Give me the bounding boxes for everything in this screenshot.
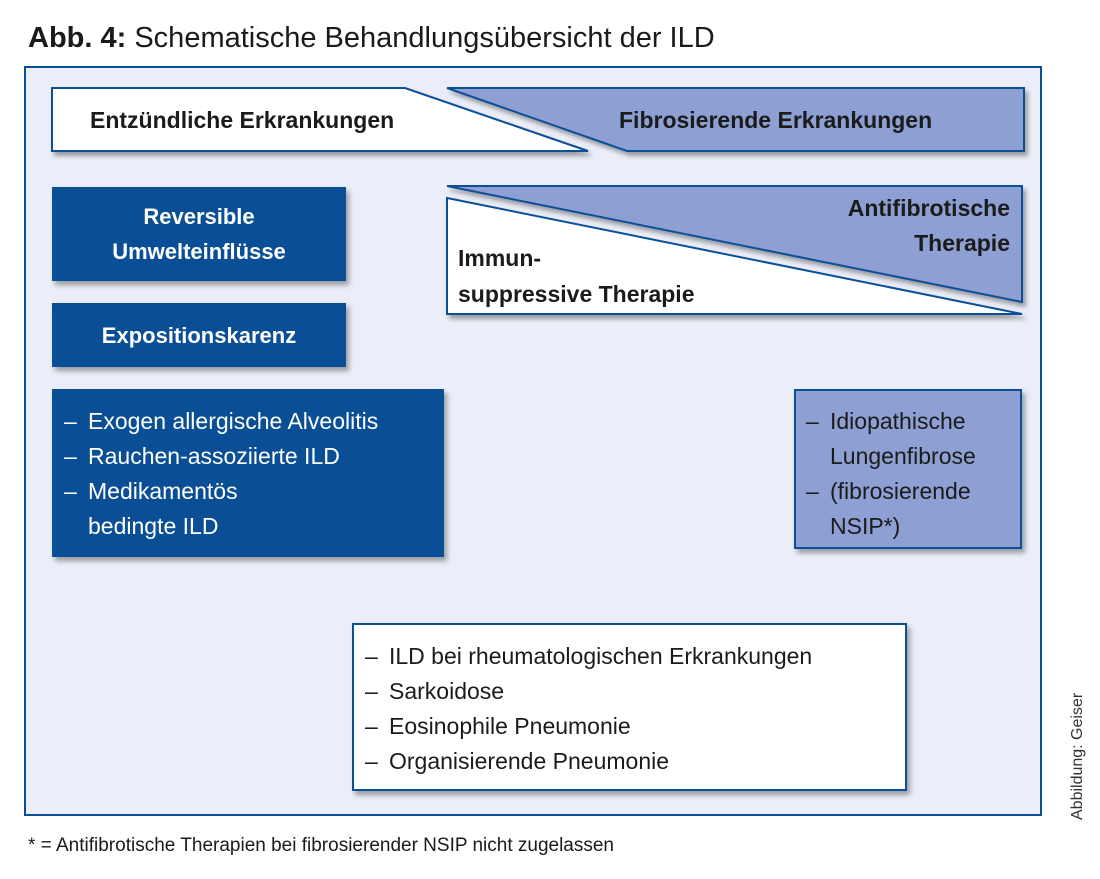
list-item: Exogen allergische Alveolitis [64,404,432,439]
mixed-diseases-list: ILD bei rheumatologischen Erkrankungen S… [365,639,893,779]
immunosuppressive-label-line2: suppressive Therapie [458,281,695,307]
list-item: Sarkoidose [365,674,893,709]
footnote: * = Antifibrotische Therapien bei fibros… [28,835,615,856]
inflammatory-header-label: Entzündliche Erkrankungen [90,107,395,133]
figure-title-text: Schematische Behandlungsübersicht der IL… [134,22,715,54]
inflammatory-diseases-list: Exogen allergische Alveolitis Rauchen-as… [64,404,432,544]
list-item: (fibrosierende NSIP*) [806,474,1010,544]
inflammatory-diseases-box: Exogen allergische Alveolitis Rauchen-as… [52,389,444,557]
antifibrotic-label-line1: Antifibrotische [847,195,1010,221]
fibrotic-diseases-box: Idiopathische Lungenfibrose (fibrosieren… [794,389,1022,549]
exposure-avoidance-label: Expositionskarenz [101,322,297,348]
reversible-line2: Umwelteinflüsse [112,239,286,264]
image-credit: Abbildung: Geiser [1069,692,1086,820]
list-item: Organisierende Pneumonie [365,744,893,779]
fibrotic-header-label: Fibrosierende Erkrankungen [619,107,933,133]
fibrotic-diseases-list: Idiopathische Lungenfibrose (fibrosieren… [806,404,1010,544]
list-item: ILD bei rheumatologischen Erkrankungen [365,639,893,674]
antifibrotic-label-line2: Therapie [914,230,1010,256]
mixed-diseases-box: ILD bei rheumatologischen Erkrankungen S… [352,623,907,791]
list-item: Eosinophile Pneumonie [365,709,893,744]
figure-title: Abb. 4: Schematische Behandlungsübersich… [28,18,715,58]
reversible-box: Reversible Umwelteinflüsse [52,187,346,281]
list-item: Rauchen-assoziierte ILD [64,439,432,474]
exposure-avoidance-box: Expositionskarenz [52,303,346,367]
list-item: Medikamentös bedingte ILD [64,474,278,544]
list-item: Idiopathische Lungenfibrose [806,404,1010,474]
reversible-line1: Reversible [143,204,255,229]
figure-label: Abb. 4: [28,22,127,54]
immunosuppressive-label-line1: Immun- [458,245,542,271]
